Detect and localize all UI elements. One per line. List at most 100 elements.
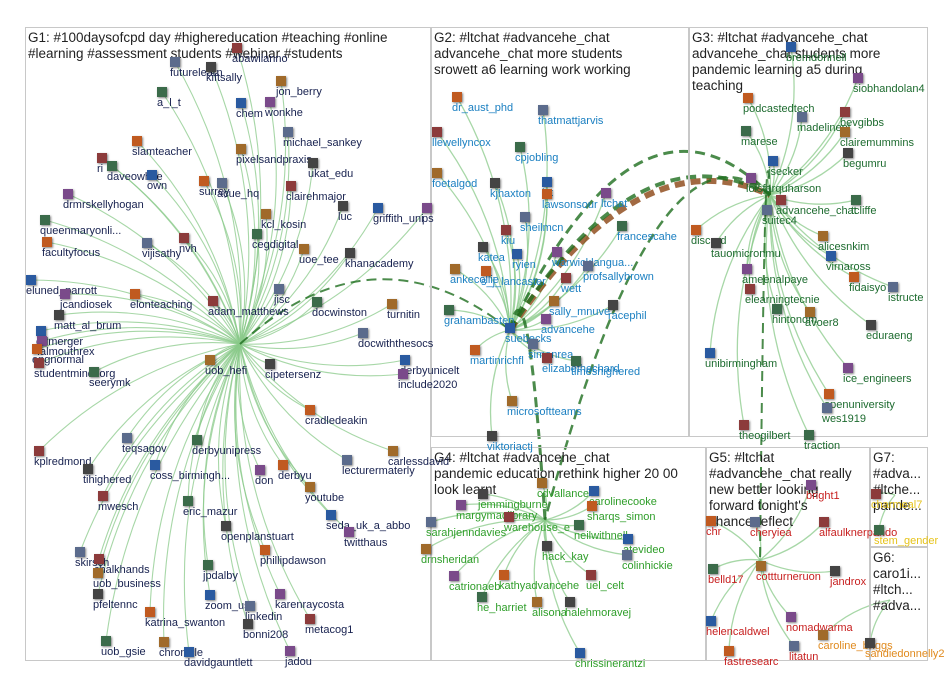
node-label: jemmingburne (478, 499, 548, 511)
edge (489, 329, 511, 437)
node-label: lawsonsour (542, 199, 598, 211)
node-label: tcliffe (851, 205, 877, 217)
avatar-icon (444, 305, 454, 315)
edge (239, 343, 284, 466)
edge (765, 194, 810, 436)
avatar-icon (583, 261, 593, 271)
group-title-g2: G2: #ltchat #advancehe_chat advancehe_ch… (434, 30, 631, 77)
edge (161, 91, 241, 345)
avatar-icon (786, 42, 796, 52)
avatar-icon (36, 326, 46, 336)
node-label: don (255, 475, 274, 487)
inter-group-edge (759, 170, 771, 561)
node-label: sharqs_simon (587, 511, 656, 523)
node-label: eduraeng (866, 330, 913, 342)
group-title-g3: G3: #ltchat #advancehe_chat advancehe_ch… (692, 30, 881, 93)
avatar-icon (63, 189, 73, 199)
avatar-icon (819, 517, 829, 527)
avatar-icon (232, 43, 242, 53)
avatar-icon (452, 92, 462, 102)
inter-group-edge (508, 174, 771, 332)
edge (239, 131, 290, 345)
avatar-icon (265, 359, 275, 369)
node-label: youtube (305, 492, 345, 504)
avatar-icon (398, 369, 408, 379)
avatar-icon (789, 641, 799, 651)
avatar-icon (786, 612, 796, 622)
edge (134, 293, 241, 345)
avatar-icon (205, 355, 215, 365)
avatar-icon (255, 465, 265, 475)
node-label: warehouse_e (504, 522, 571, 534)
node-label: bonni208 (243, 629, 289, 641)
edge (533, 519, 546, 603)
edge (40, 321, 241, 345)
avatar-icon (762, 205, 772, 215)
avatar-icon (843, 148, 853, 158)
edge (41, 327, 241, 345)
avatar-icon (805, 307, 815, 317)
edge (769, 194, 894, 288)
avatar-icon (750, 517, 760, 527)
avatar-icon (470, 345, 480, 355)
node-label: chalkhands (94, 564, 150, 576)
avatar-icon (515, 142, 525, 152)
avatar-icon (487, 431, 497, 441)
avatar-icon (571, 356, 581, 366)
avatar-icon (743, 93, 753, 103)
edge (105, 343, 241, 642)
edge (747, 97, 772, 196)
edge (425, 519, 546, 550)
edge (239, 252, 351, 345)
edge (64, 293, 241, 345)
avatar-icon (432, 127, 442, 137)
node-label: pixelsandpraxis (236, 154, 312, 166)
avatar-icon (275, 589, 285, 599)
node-label: cheryiea (750, 527, 792, 539)
node-label: traction (804, 440, 841, 452)
edge (87, 343, 241, 470)
avatar-icon (170, 57, 180, 67)
node-label: queenmaryonli... (40, 225, 122, 237)
avatar-icon (305, 482, 315, 492)
avatar-icon (400, 355, 410, 365)
node-label: carlessdavid (388, 456, 450, 468)
avatar-icon (205, 590, 215, 600)
node-label: bevgibbs (840, 117, 885, 129)
node-label: derbyunipress (192, 445, 262, 457)
avatar-icon (840, 127, 850, 137)
edge (79, 343, 241, 553)
node-label: avoer8 (805, 317, 839, 329)
avatar-icon (432, 168, 442, 178)
avatar-icon (150, 460, 160, 470)
edge (769, 194, 855, 278)
edge (239, 301, 318, 345)
avatar-icon (565, 597, 575, 607)
node-label: microsoftteams (507, 406, 582, 418)
edge (769, 77, 859, 196)
edge (769, 194, 828, 409)
node-label: fastresearc (724, 656, 779, 668)
avatar-icon (804, 430, 814, 440)
node-label: chrissinerantzi (575, 658, 646, 670)
node-label: vijisathy (142, 248, 182, 260)
avatar-icon (260, 545, 270, 555)
edge (710, 520, 761, 561)
avatar-icon (499, 570, 509, 580)
node-label: cipetersenz (265, 369, 322, 381)
avatar-icon (265, 97, 275, 107)
node-label: viktoriactj (487, 441, 533, 453)
avatar-icon (184, 647, 194, 657)
edge (239, 303, 393, 345)
avatar-icon (520, 212, 530, 222)
avatar-icon (299, 244, 309, 254)
group-box-g2: G2: #ltchat #advancehe_chat advancehe_ch… (431, 27, 689, 437)
node-label: francescahe (617, 231, 677, 243)
avatar-icon (532, 597, 542, 607)
avatar-icon (874, 525, 884, 535)
edge (149, 343, 241, 613)
node-label: jon_berry (276, 86, 322, 98)
node-label: chr (706, 526, 722, 538)
edge (769, 194, 849, 369)
avatar-icon (724, 646, 734, 656)
